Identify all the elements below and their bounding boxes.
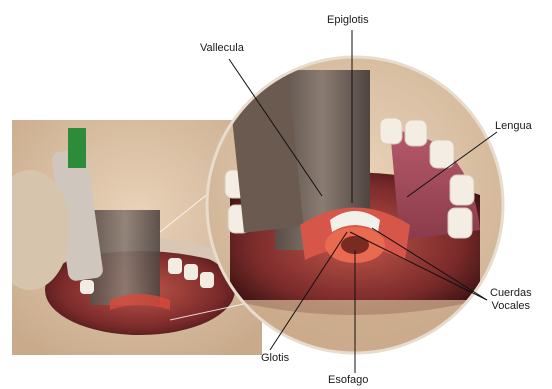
label-esofago: Esofago [328, 374, 368, 387]
label-cuerdas: Cuerdas [490, 287, 532, 300]
label-cuerdas-vocales: Cuerdas Vocales [490, 287, 532, 313]
label-vallecula: Vallecula [200, 42, 244, 55]
label-lengua: Lengua [495, 120, 532, 133]
label-epiglotis: Epiglotis [327, 14, 369, 27]
label-vocales: Vocales [490, 300, 532, 313]
label-glotis: Glotis [261, 352, 289, 365]
